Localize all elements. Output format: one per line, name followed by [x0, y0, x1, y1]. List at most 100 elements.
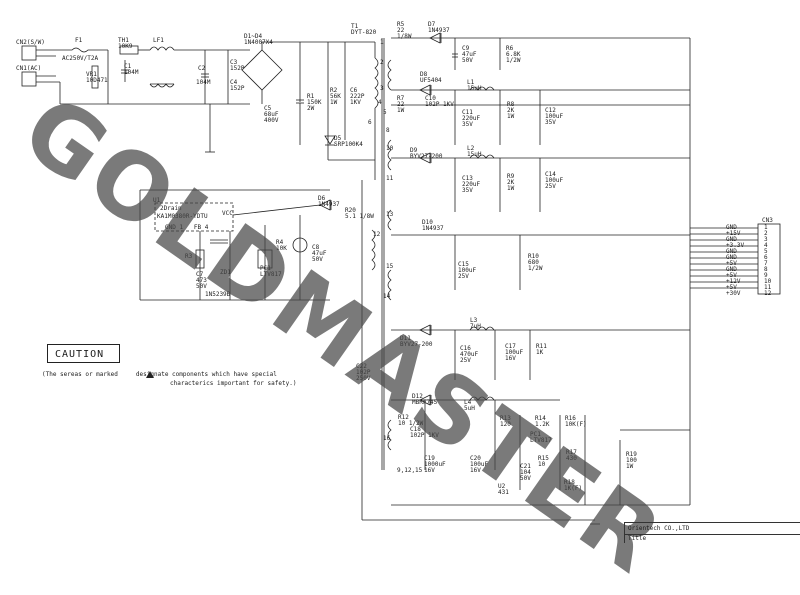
cn3-pin-number: 11: [764, 284, 772, 291]
label-l1: L1 15uH: [467, 79, 482, 92]
label-r7: R7 22 1W: [397, 95, 405, 114]
label-gndfb: GND 1 FB 4: [165, 224, 209, 231]
label-c7: C7 473 50V: [196, 271, 207, 290]
label-r20: R20 5.1 1/8W: [345, 207, 374, 220]
label-zd1: ZD1: [220, 269, 231, 276]
label-c10: C10 102P 1KV: [425, 95, 454, 108]
label-c16: C16 470uF 25V: [460, 345, 479, 364]
label-r4: R4 10K: [276, 239, 287, 252]
label-d1d4: D1~D4 1N4007X4: [244, 33, 273, 46]
label-n11: 11: [386, 175, 394, 182]
label-r14: R14 1.2K: [535, 415, 550, 428]
label-n12: 12: [373, 231, 381, 238]
cn3-signal: GND: [726, 266, 737, 273]
label-n6: 6: [368, 119, 372, 126]
label-n4: 4: [378, 99, 382, 106]
label-lf1: LF1: [153, 37, 164, 44]
cn3-pin-number: 2: [764, 230, 768, 237]
label-r15: R15 10: [538, 455, 549, 468]
caution-note-line1: (The sereas or marked designate componen…: [42, 371, 277, 378]
label-c20: C20 100uF 16V: [470, 455, 489, 474]
cn3-pin-number: 1: [764, 224, 768, 231]
title-divider: [625, 534, 800, 535]
cn3-pin-number: 10: [764, 278, 772, 285]
label-n16: 16: [383, 435, 391, 442]
label-c14: C14 100uF 25V: [545, 171, 564, 190]
label-n2: 2: [380, 59, 384, 66]
label-f1v: AC250V/T2A: [62, 55, 99, 62]
company-name: Orientech CO.,LTD: [628, 525, 690, 532]
cn3-signal: GND: [726, 248, 737, 255]
label-pc1: PC1 LTV817: [260, 265, 282, 278]
cn2-label: CN2(S/W): [16, 39, 45, 46]
cn3-pin-number: 8: [764, 266, 768, 273]
label-r9: R9 2K 1W: [507, 173, 515, 192]
cn3-signal: +30V: [726, 290, 741, 297]
cn3-pin-number: 12: [764, 290, 772, 297]
label-r1: R1 150K 2W: [307, 93, 322, 112]
label-u1pn: KA1M0380R-YDTU: [157, 213, 208, 220]
label-c12: C12 100uF 35V: [545, 107, 564, 126]
label-r6: R6 6.8K 1/2W: [506, 45, 521, 64]
label-c5: C5 68uF 400V: [264, 105, 279, 124]
label-n3: 3: [380, 85, 384, 92]
cn3-signal: +5V: [726, 272, 737, 279]
label-r16: R16 10K(F): [565, 415, 587, 428]
cn3-signal: +15V: [726, 230, 741, 237]
cn3-signal: +5V: [726, 284, 737, 291]
label-r5: R5 22 1/8W: [397, 21, 412, 40]
caution-box: CAUTION: [47, 344, 120, 363]
label-d11: D11 BYV27-200: [400, 335, 433, 348]
label-n5: 5: [383, 109, 387, 116]
label-c2: C2: [198, 65, 206, 72]
label-r2: R2 56K 1W: [330, 87, 341, 106]
label-c1: C1 104M: [124, 63, 139, 76]
label-n15: 15: [386, 263, 394, 270]
cn3-pin-number: 3: [764, 236, 768, 243]
label-r3: R3: [185, 253, 193, 260]
label-c8: C8 47uF 50V: [312, 244, 327, 263]
label-r12: R12 10 1/2W: [398, 414, 424, 427]
label-r17: R17 430: [566, 449, 577, 462]
caution-title: CAUTION: [55, 349, 105, 360]
label-n8: 8: [386, 127, 390, 134]
label-c11: C11 220uF 35V: [462, 109, 481, 128]
schematic-wiring: [21, 32, 781, 525]
label-t1: T1 DYT-820: [351, 23, 377, 36]
caution-triangle-icon: [146, 371, 154, 378]
label-u2: U2 431: [498, 483, 509, 496]
label-l2: L2 15uH: [467, 145, 482, 158]
label-vr1: VR1 10D471: [86, 71, 108, 84]
label-r10: R10 680 1/2W: [528, 253, 543, 272]
label-d5: D5 SRP100K4: [334, 135, 363, 148]
cn3-signal: GND: [726, 236, 737, 243]
label-vcc: VCC: [222, 210, 233, 217]
cn3-pin-number: 7: [764, 260, 768, 267]
cn3-signal: +5V: [726, 260, 737, 267]
label-n13: 13: [386, 211, 394, 218]
label-pins: 9,12,15: [397, 467, 423, 474]
label-c13: C13 220uF 35V: [462, 175, 481, 194]
label-d10: D10 1N4937: [422, 219, 444, 232]
cn1-label: CN1(AC): [16, 65, 42, 72]
label-u1: U1: [153, 197, 161, 204]
label-c17: C17 100uF 16V: [505, 343, 524, 362]
cn3-signal: GND: [726, 254, 737, 261]
label-c104m: 104M: [196, 79, 211, 86]
label-c3: C3 152P: [230, 59, 245, 72]
label-d8: D8 UF5404: [420, 71, 442, 84]
label-pc1b: PC1 LTV817: [530, 431, 552, 444]
drawing-title: Title: [628, 535, 647, 542]
label-c22: C22 102P 250V: [356, 363, 371, 382]
cn3-label: CN3: [762, 217, 773, 224]
cn3-signal: GND: [726, 224, 737, 231]
cn3-pin-number: 4: [764, 242, 768, 249]
label-n14: 14: [383, 293, 391, 300]
label-c15: C15 100uF 25V: [458, 261, 477, 280]
label-n1: 1: [380, 39, 384, 46]
label-r19: R19 100 1W: [626, 451, 637, 470]
label-c21: C21 104 50V: [520, 463, 531, 482]
label-c18: C18 102P 1KV: [410, 426, 439, 439]
label-c4: C4 152P: [230, 79, 245, 92]
